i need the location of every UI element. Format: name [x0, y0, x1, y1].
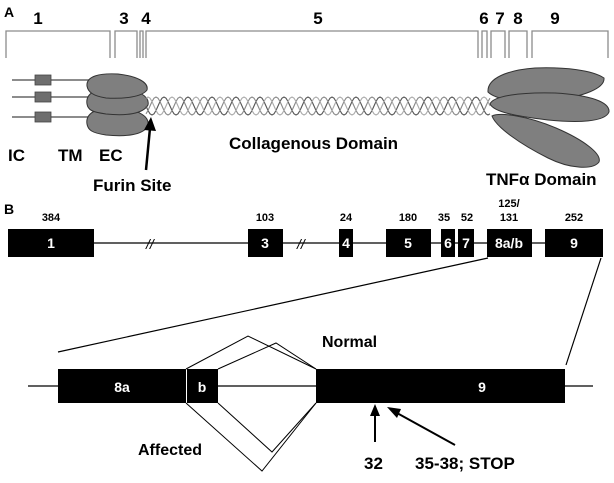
intron-break-1: // — [145, 236, 156, 252]
collagen-triple-helix — [145, 96, 491, 116]
exon-4-size: 24 — [340, 212, 353, 224]
exon-8ab-size-2: 131 — [500, 212, 518, 224]
exon-3-size: 103 — [256, 212, 274, 224]
detail-exon-8a — [58, 369, 186, 403]
detail-exon-8a-name: 8a — [114, 379, 130, 395]
panel-b-label: B — [4, 201, 14, 217]
exon-9-name: 9 — [570, 235, 578, 251]
exon-5-name: 5 — [404, 235, 412, 251]
detail-exon-b — [187, 369, 218, 403]
exon-6 — [441, 229, 455, 257]
exon-5 — [386, 229, 431, 257]
tm-box-3 — [34, 111, 52, 123]
exon-7-size: 52 — [461, 212, 473, 224]
exon-4-name: 4 — [342, 235, 350, 251]
exon-4 — [339, 229, 353, 257]
furin-site-label: Furin Site — [93, 176, 171, 195]
mutation-32-label: 32 — [364, 454, 383, 473]
collagenous-domain-label: Collagenous Domain — [229, 134, 398, 153]
exon-3-name: 3 — [261, 235, 269, 251]
tnf-domain-label: TNFα Domain — [486, 170, 597, 189]
domain-number-8: 8 — [513, 9, 522, 28]
affected-splicing-lines — [185, 402, 317, 472]
domain-number-5: 5 — [313, 9, 322, 28]
exon-6-size: 35 — [438, 212, 450, 224]
mutation-arrow-32 — [370, 404, 380, 442]
exon-5-size: 180 — [399, 212, 417, 224]
exon-9-size: 252 — [565, 212, 583, 224]
exon-1-size: 384 — [42, 212, 61, 224]
mutation-35-38-label: 35-38; STOP — [415, 454, 515, 473]
tm-box-2 — [34, 91, 52, 103]
ec-label: EC — [99, 146, 123, 165]
exon-3 — [248, 229, 283, 257]
domain-number-9: 9 — [550, 9, 559, 28]
exon-9 — [545, 229, 603, 257]
tm-label: TM — [58, 146, 83, 165]
panel-a-label: A — [4, 4, 14, 20]
zoom-line-left — [57, 257, 489, 353]
mutation-arrow-35-38 — [387, 407, 456, 446]
tm-box-1 — [34, 74, 52, 86]
ec-domain-cluster — [86, 73, 149, 137]
transmembrane-tails — [12, 74, 92, 123]
exon-6-name: 6 — [444, 235, 452, 251]
detail-exon-9 — [316, 369, 565, 403]
furin-site-arrow — [144, 117, 156, 171]
exon-7-name: 7 — [462, 235, 470, 251]
detail-exon-b-name: b — [198, 379, 207, 395]
intron-break-2: // — [296, 236, 307, 252]
ic-label: IC — [8, 146, 25, 165]
exon-1-name: 1 — [47, 235, 55, 251]
exon-8ab-name: 8a/b — [495, 235, 523, 251]
exon-1 — [8, 229, 94, 257]
domain-number-7: 7 — [495, 9, 504, 28]
domain-number-4: 4 — [141, 9, 151, 28]
detail-exon-9-name: 9 — [478, 379, 486, 395]
exon-brackets — [5, 30, 609, 58]
exon-7 — [458, 229, 474, 257]
normal-splicing-lines — [185, 335, 317, 370]
tnf-domain-cluster — [487, 67, 610, 168]
normal-label: Normal — [322, 334, 377, 351]
domain-number-3: 3 — [119, 9, 128, 28]
affected-label: Affected — [138, 442, 202, 459]
zoom-line-right — [565, 257, 602, 366]
domain-number-6: 6 — [479, 9, 488, 28]
exon-8ab — [487, 229, 532, 257]
exon-8ab-size: 125/ — [498, 198, 519, 210]
domain-number-1: 1 — [33, 9, 42, 28]
